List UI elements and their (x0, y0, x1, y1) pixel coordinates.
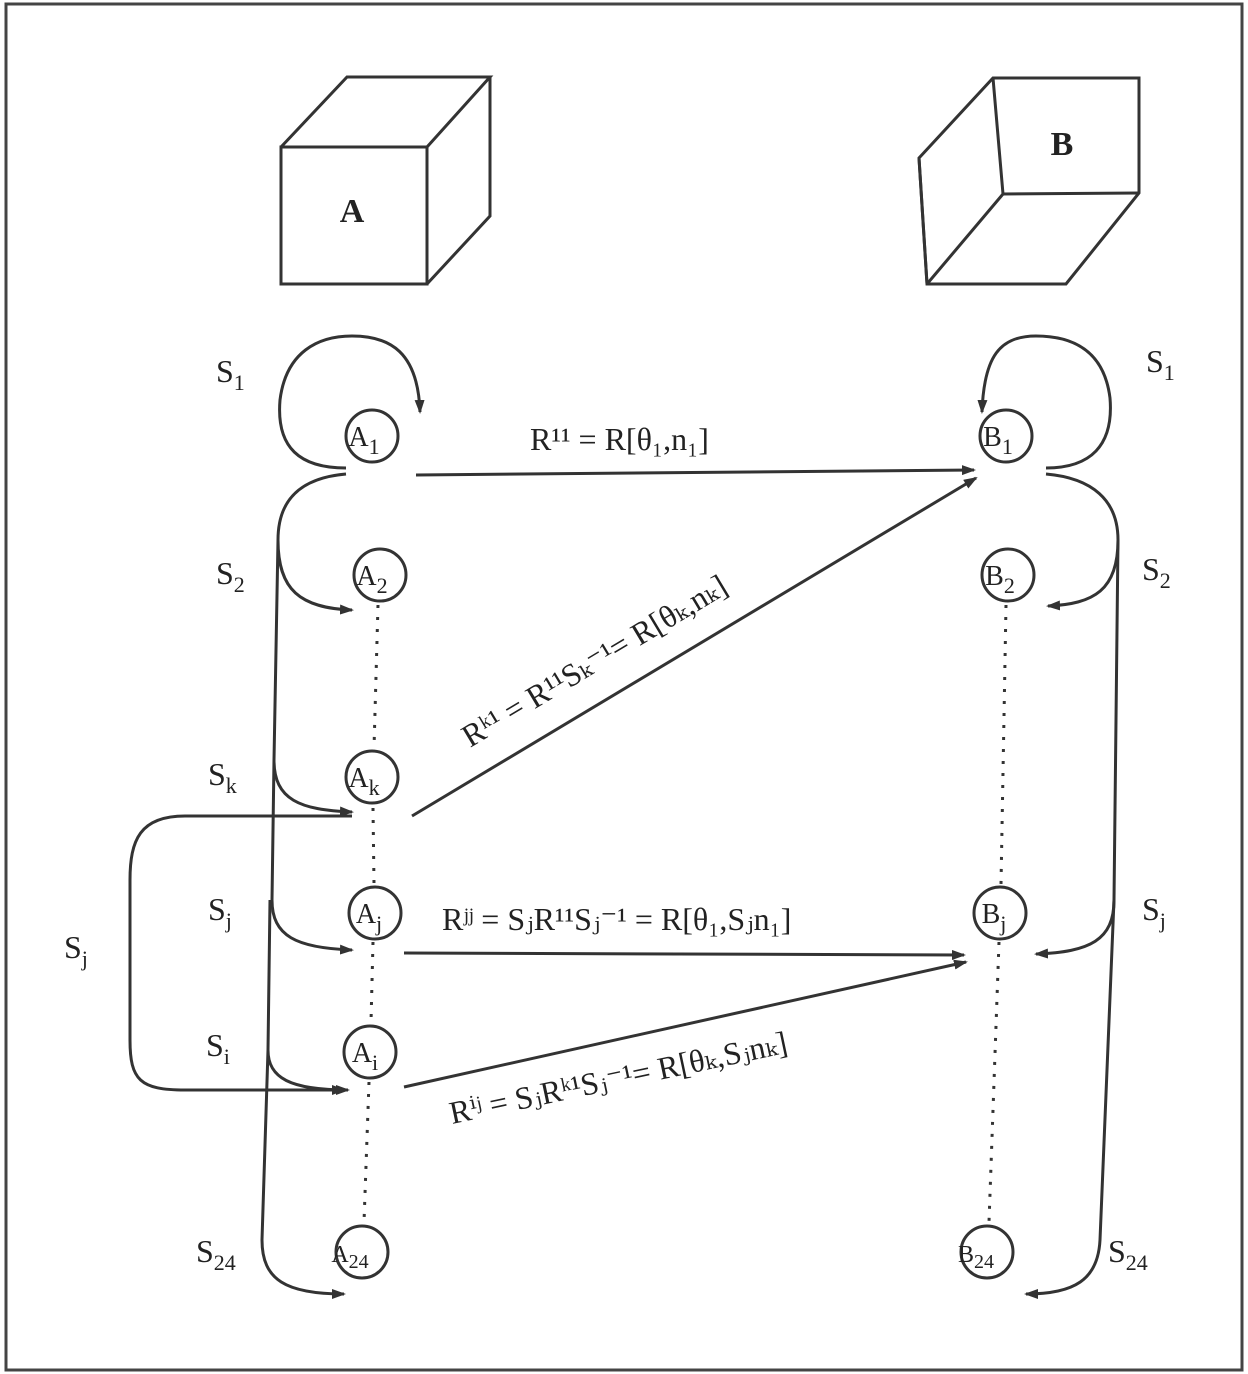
node-a24-label: A24 (331, 1242, 368, 1273)
node-ai (342, 1024, 398, 1080)
node-a1-label: A1 (348, 422, 379, 459)
node-aj (347, 885, 403, 941)
s-label-left-j: Sj (208, 891, 232, 933)
node-a24 (334, 1224, 390, 1280)
left-arrow-s2 (276, 472, 354, 615)
node-b1 (978, 408, 1034, 464)
node-ak (344, 749, 400, 805)
s-label-left-1: S1 (216, 353, 245, 395)
right-self-loop-s1 (977, 334, 1112, 470)
s-label-right-2: S2 (1142, 551, 1171, 593)
arrow-rk1 (411, 476, 978, 818)
node-b2 (980, 547, 1036, 603)
s-label-left-24: S24 (196, 1233, 236, 1275)
s-label-outer-j: Sj (64, 929, 88, 971)
node-a1 (344, 408, 400, 464)
node-ai-label: Ai (352, 1038, 378, 1075)
equation-rjj: Rʲʲ = SⱼR¹¹Sⱼ⁻¹ = R[θ₁,Sⱼn₁] (442, 901, 791, 937)
s-label-right-1: S1 (1146, 343, 1175, 385)
cube-b (917, 76, 1141, 286)
node-b24 (959, 1224, 1015, 1280)
cube-a-label: A (340, 193, 365, 230)
node-aj-label: Aj (356, 899, 382, 936)
equation-r11: R¹¹ = R[θ₁,n₁] (530, 421, 709, 457)
s-label-right-j: Sj (1142, 891, 1166, 933)
arrow-r11 (415, 465, 976, 477)
outer-loop-sj (128, 814, 352, 1095)
node-b1-label: B1 (983, 422, 1013, 459)
dotted-connectors (362, 604, 1008, 1223)
cube-b-label: B (1051, 126, 1074, 163)
left-self-loop-s1 (278, 334, 425, 470)
node-bj-label: Bj (982, 899, 1007, 936)
right-arrow-s24 (1024, 899, 1116, 1299)
s-label-left-i: Si (206, 1027, 230, 1069)
node-b24-label: B24 (958, 1242, 994, 1273)
node-ak-label: Ak (348, 763, 379, 800)
node-a2 (352, 547, 408, 603)
left-arrow-s24 (260, 1049, 346, 1299)
left-arrow-sj (270, 759, 354, 955)
node-b2-label: B2 (985, 561, 1015, 598)
node-bj (972, 885, 1028, 941)
equation-rk1: Rᵏ¹ = R¹¹Sₖ⁻¹= R[θₖ,nₖ] (455, 567, 733, 754)
s-label-left-2: S2 (216, 555, 245, 597)
node-a2-label: A2 (356, 561, 387, 598)
arrow-rjj (403, 949, 966, 960)
right-arrow-s2 (1045, 472, 1120, 611)
s-label-left-k: Sk (208, 756, 237, 798)
arrow-rij (403, 959, 968, 1089)
s-label-right-24: S24 (1108, 1233, 1148, 1275)
cube-a (279, 75, 494, 286)
outer-border (4, 2, 1244, 1372)
